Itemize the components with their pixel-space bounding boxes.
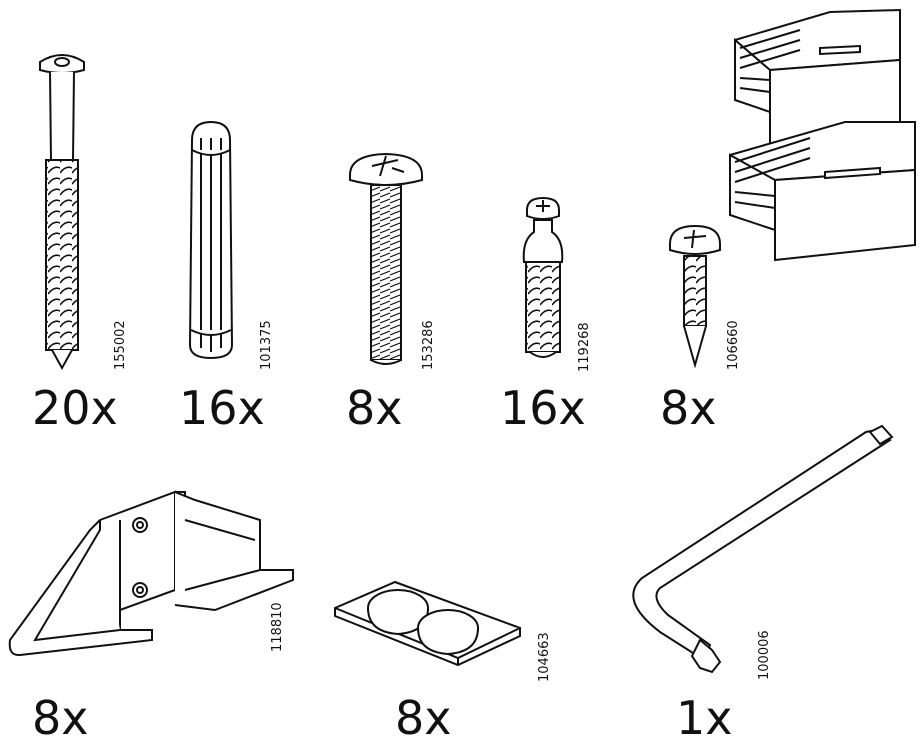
part-code-155002: 155002 [113, 320, 128, 370]
quantity-153286: 8x [346, 381, 403, 435]
part-code-119268: 119268 [577, 322, 592, 372]
bolt-drawing [350, 154, 422, 364]
small-screw-drawing [670, 226, 720, 365]
quantity-104663: 8x [395, 691, 452, 745]
quantity-100006: 1x [676, 691, 733, 745]
bracket-drawing [10, 492, 293, 655]
quantity-101375: 16x [179, 381, 265, 435]
part-code-104663: 104663 [537, 632, 552, 682]
long-screw-drawing [40, 55, 84, 368]
part-code-100006: 100006 [757, 630, 772, 680]
quantity-106660: 8x [660, 381, 717, 435]
dowel-drawing [190, 122, 232, 358]
quantity-119268: 16x [500, 381, 586, 435]
quantity-155002: 20x [32, 381, 118, 435]
drawer-drawing-bottom [730, 122, 915, 260]
part-code-118810: 118810 [270, 602, 285, 652]
allen-key-drawing [633, 426, 892, 672]
part-code-101375: 101375 [259, 320, 274, 370]
part-code-106660: 106660 [726, 320, 741, 370]
quantity-118810: 8x [32, 691, 89, 745]
cam-pin-drawing [524, 198, 563, 357]
part-code-153286: 153286 [421, 320, 436, 370]
felt-pads-drawing [335, 582, 520, 665]
